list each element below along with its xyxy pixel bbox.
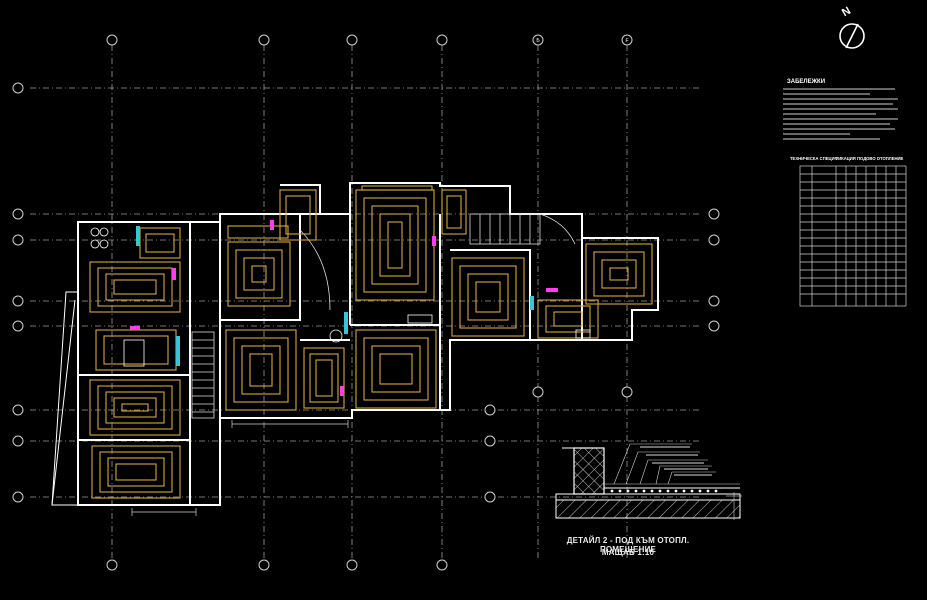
grid-label-b: Б xyxy=(536,38,540,44)
detail-caption-scale: МАЩАБ 1:10 xyxy=(601,548,655,557)
detail-caption-title: ДЕТАЙЛ 2 - ПОД КЪМ ОТОПЛ. ПОМЕЩЕНИЕ xyxy=(566,536,690,554)
compass-label: N xyxy=(840,5,853,19)
manifolds xyxy=(130,220,558,396)
heating-loops xyxy=(89,185,653,499)
grid-column-labels: Б F xyxy=(536,38,628,44)
staircase xyxy=(191,213,576,419)
building-walls xyxy=(77,182,659,506)
north-arrow-icon: N xyxy=(839,5,865,49)
dimension-ticks xyxy=(131,420,349,516)
grid-bubbles xyxy=(12,34,720,571)
notes-block: ЗАБЕЛЕЖКИ xyxy=(783,79,898,140)
fixtures xyxy=(90,227,591,367)
spec-table-title: ТЕХНИЧЕСКА СПЕЦИФИКАЦИЯ ПОДОВО ОТОПЛЕНИЕ xyxy=(790,156,904,161)
grid-label-f: F xyxy=(625,38,628,44)
notes-title: ЗАБЕЛЕЖКИ xyxy=(787,79,825,85)
spec-table: ТЕХНИЧЕСКА СПЕЦИФИКАЦИЯ ПОДОВО ОТОПЛЕНИЕ xyxy=(790,156,907,307)
porch-outline xyxy=(51,291,79,506)
floor-detail-section xyxy=(555,443,742,520)
